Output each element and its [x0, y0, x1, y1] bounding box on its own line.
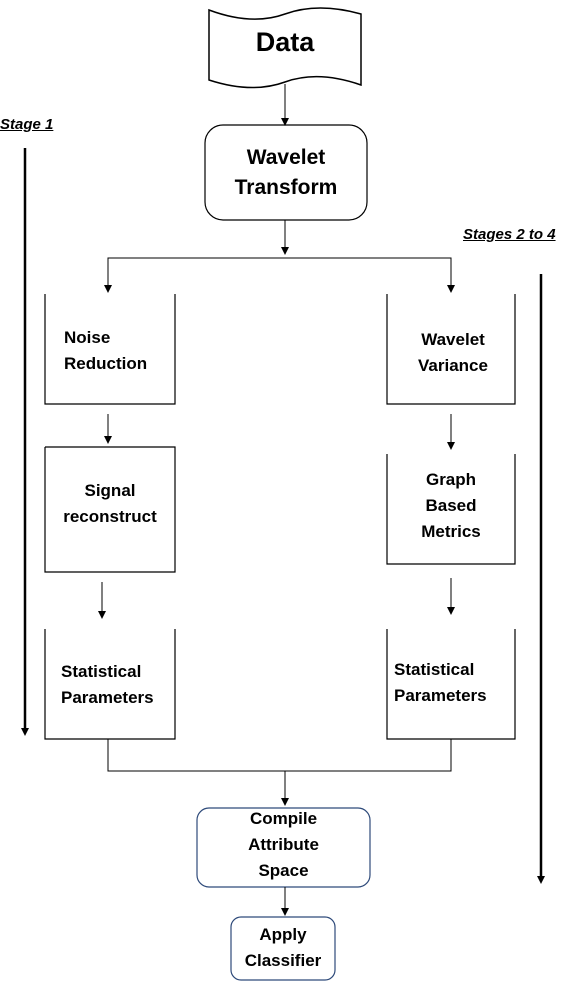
statistical-left-label: Statistical Parameters — [61, 662, 154, 707]
signal-reconstruct-node-shape — [44, 446, 176, 573]
compile-label: Compile Attribute Space — [248, 809, 319, 880]
wavelet-transform-label: Wavelet Transform — [234, 146, 338, 199]
data-node-shape — [208, 7, 362, 89]
noise-reduction-label: Noise Reduction — [64, 328, 148, 373]
classifier-node-shape — [230, 916, 336, 981]
statistical-right-label: Statistical Parameters — [394, 660, 487, 705]
stages-2-4-label: Stages 2 to 4 — [463, 226, 556, 243]
data-node-label: Data — [255, 27, 315, 57]
split-connector — [107, 257, 452, 286]
merge-connector — [107, 739, 452, 772]
signal-reconstruct-label: Signal reconstruct — [63, 481, 157, 526]
wavelet-variance-node-shape — [386, 294, 516, 405]
graph-metrics-label: Graph Based Metrics — [421, 470, 481, 541]
compile-node-shape — [196, 807, 371, 888]
classifier-label: Apply Classifier — [244, 925, 322, 970]
statistical-left-node-shape — [44, 629, 176, 740]
graph-metrics-node-shape — [386, 454, 516, 565]
wavelet-variance-label: Wavelet Variance — [418, 330, 488, 375]
noise-reduction-node-shape — [44, 294, 176, 405]
stage-1-label: Stage 1 — [0, 116, 54, 133]
